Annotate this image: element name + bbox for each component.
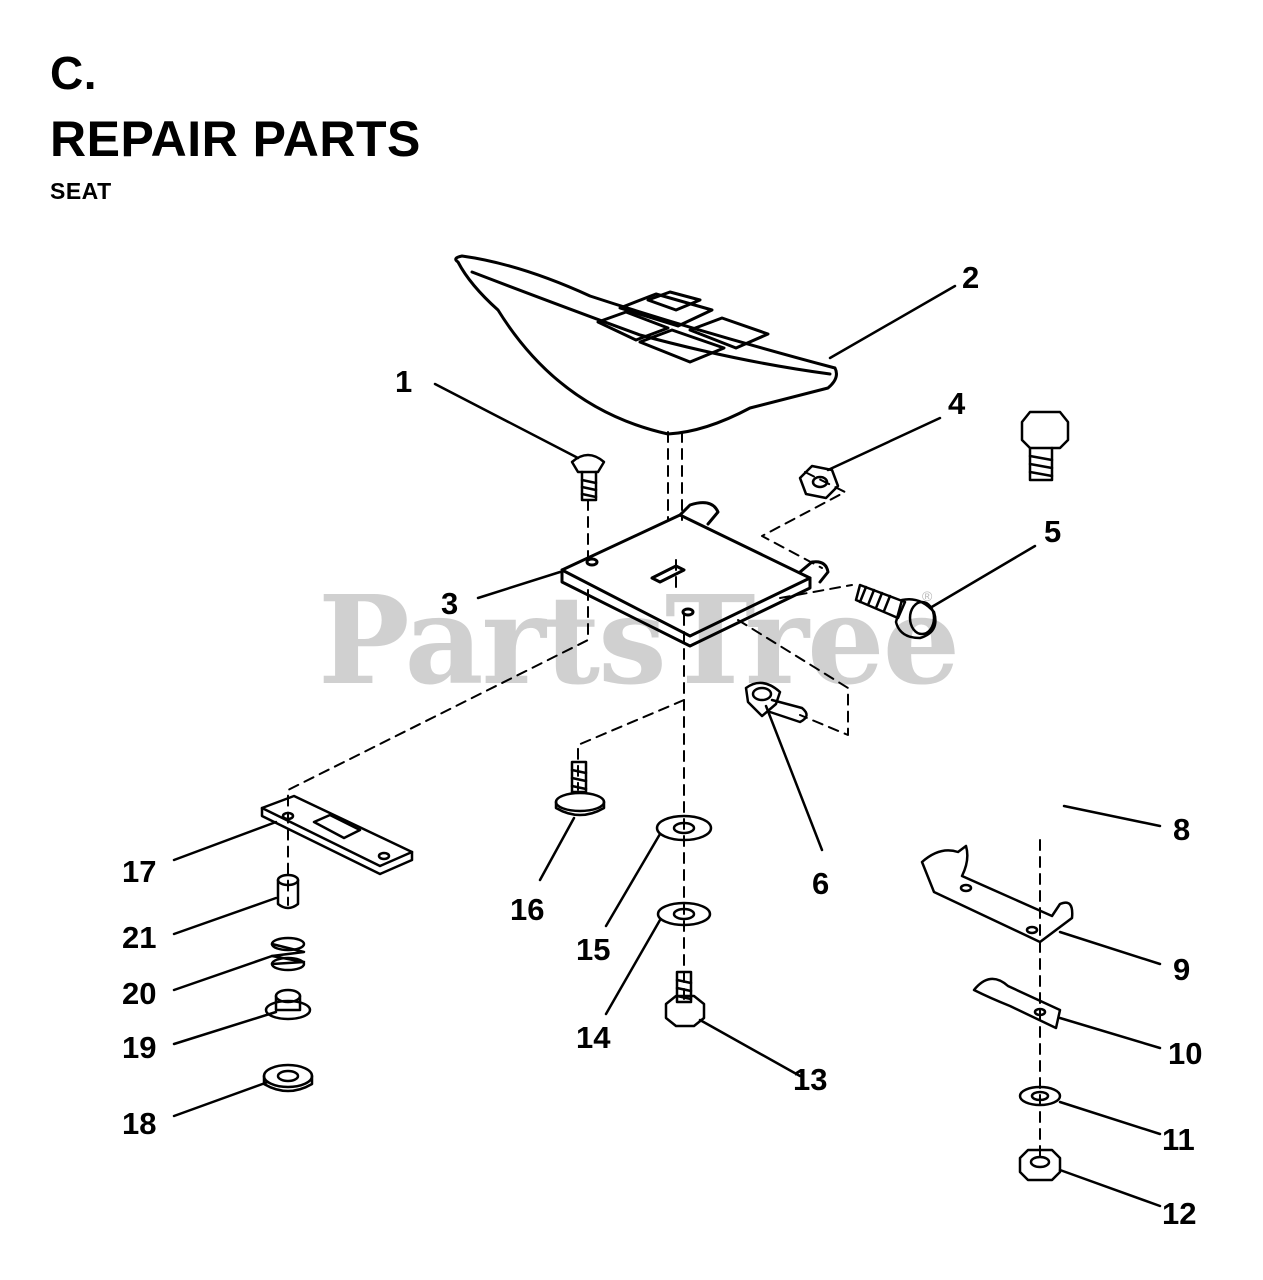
callout-3: 3 (441, 586, 458, 621)
hex-bolt-part-13 (664, 970, 706, 1028)
spring-part-20 (270, 936, 306, 972)
bracket-part (920, 844, 1074, 944)
callout-6: 6 (812, 866, 829, 901)
callout-20: 20 (122, 976, 156, 1011)
callout-labels: 1 2 3 4 5 6 8 9 10 11 12 13 14 15 16 17 … (122, 260, 1202, 1231)
leader-lines (172, 284, 1162, 1208)
lock-nut-part-12 (1018, 1148, 1062, 1182)
callout-16: 16 (510, 892, 544, 927)
callout-19: 19 (122, 1030, 156, 1065)
hex-bolt-part-8 (1020, 410, 1070, 482)
bushing-part-19 (264, 988, 312, 1021)
shoulder-screw-part (554, 760, 606, 817)
seat-part (454, 254, 838, 436)
carriage-bolt-part (570, 453, 606, 502)
callout-17: 17 (122, 854, 156, 889)
callout-10: 10 (1168, 1036, 1202, 1071)
alignment-lines (287, 431, 1041, 1161)
callout-15: 15 (576, 932, 610, 967)
watermark-logo: PartsTree (318, 568, 960, 712)
hex-nut-part (798, 464, 840, 500)
section-letter: C. (50, 47, 97, 99)
page-subtitle: SEAT (50, 178, 112, 204)
flat-washer-part-14 (656, 901, 712, 927)
callout-21: 21 (122, 920, 156, 955)
callout-8: 8 (1173, 812, 1190, 847)
callout-2: 2 (962, 260, 979, 295)
callout-12: 12 (1162, 1196, 1196, 1231)
callout-1: 1 (395, 364, 412, 399)
flat-washer-part-15 (655, 814, 713, 842)
callout-14: 14 (576, 1020, 611, 1055)
callout-11: 11 (1162, 1122, 1195, 1157)
callout-5: 5 (1044, 514, 1061, 549)
washer-part-11 (1018, 1085, 1062, 1107)
callout-9: 9 (1173, 952, 1190, 987)
page-title: REPAIR PARTS (50, 111, 421, 167)
callout-4: 4 (948, 386, 966, 421)
callout-13: 13 (793, 1062, 827, 1097)
flange-nut-part-18 (262, 1063, 314, 1093)
shoulder-bolt-part (854, 583, 937, 640)
plate-part (972, 977, 1062, 1030)
seat-plate-part (560, 501, 830, 648)
spring-clip-part (744, 681, 808, 724)
slide-rail-part (260, 794, 414, 876)
watermark-trademark: ® (922, 588, 933, 604)
callout-18: 18 (122, 1106, 156, 1141)
pin-part-21 (276, 873, 300, 910)
